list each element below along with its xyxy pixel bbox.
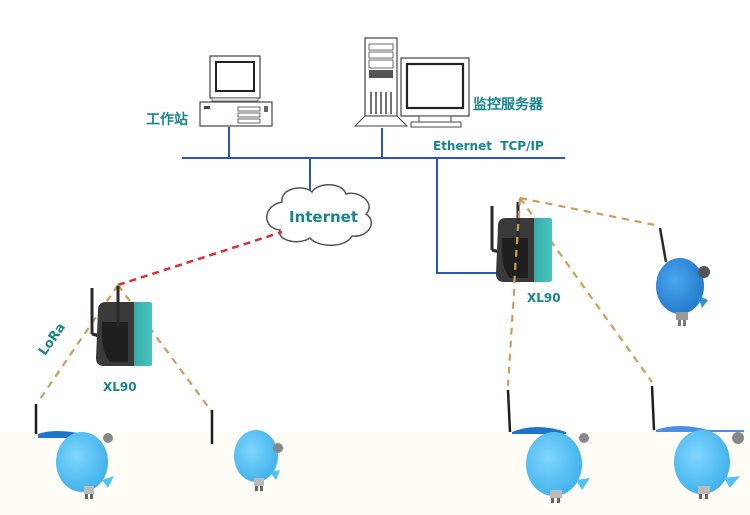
- internet-link: [117, 230, 283, 287]
- sensor-5-icon[interactable]: [650, 385, 744, 499]
- monitor-server-icon[interactable]: [353, 37, 470, 128]
- gateway-left-icon[interactable]: [90, 286, 152, 366]
- sensor-1-icon[interactable]: [34, 404, 114, 499]
- sensor-3-icon[interactable]: [656, 227, 710, 326]
- ethernet-bus: [182, 127, 565, 274]
- workstation-label: 工作站: [146, 112, 188, 128]
- workstation-icon[interactable]: [199, 55, 273, 127]
- monitor-server-label: 监控服务器: [473, 97, 543, 113]
- gateway-right-label: XL90: [527, 291, 561, 305]
- gateway-left-label: XL90: [103, 380, 137, 394]
- bottom-band: [0, 432, 750, 515]
- ethernet-label: Ethernet TCP/IP: [433, 139, 544, 153]
- internet-label: Internet: [289, 208, 359, 226]
- sensor-2-icon[interactable]: [210, 410, 283, 491]
- gateway-right-icon[interactable]: [490, 197, 552, 287]
- sensor-4-icon[interactable]: [506, 389, 590, 503]
